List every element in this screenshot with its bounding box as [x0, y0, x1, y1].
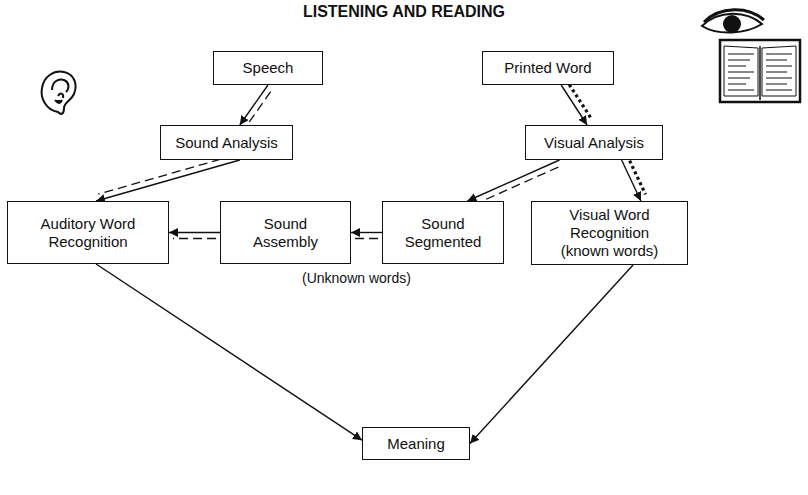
flow-arrow — [622, 160, 646, 201]
book-icon — [720, 40, 800, 102]
box-label: Sound Assembly — [241, 215, 330, 251]
flow-arrow — [96, 155, 240, 201]
box-label: Auditory Word Recognition — [28, 215, 148, 251]
eye-icon — [702, 10, 764, 33]
diagram-title: LISTENING AND READING — [0, 3, 808, 21]
process-box: Printed Word — [482, 51, 614, 85]
connector-line — [467, 160, 559, 201]
note-label: (Unknown words) — [300, 270, 413, 286]
pathway-line — [98, 155, 234, 194]
box-label: Sound Segmented — [393, 215, 493, 251]
connector-line — [622, 160, 641, 201]
ear-icon — [42, 72, 76, 114]
process-box: Visual Word Recognition (known words) — [531, 201, 688, 265]
flow-arrow — [240, 85, 271, 125]
box-label: Sound Analysis — [175, 134, 278, 152]
box-label: Visual Analysis — [544, 134, 644, 152]
connector-line — [240, 85, 268, 125]
process-box: Auditory Word Recognition — [7, 201, 169, 264]
process-box: Speech — [213, 51, 323, 85]
box-label: Printed Word — [504, 59, 591, 77]
pathway-line — [630, 161, 646, 195]
connector-line — [96, 160, 240, 201]
flow-arrow — [467, 160, 559, 205]
flow-arrow — [351, 233, 382, 239]
pathway-line — [473, 167, 558, 205]
flow-arrow — [470, 265, 633, 444]
process-box: Sound Segmented — [382, 201, 504, 264]
pathway-line — [569, 85, 591, 118]
connector-line — [351, 232, 382, 233]
pathway-line — [355, 238, 378, 239]
flow-arrow — [169, 233, 220, 239]
box-label: Speech — [243, 59, 294, 77]
connector-line — [169, 232, 220, 233]
process-box: Sound Analysis — [160, 125, 293, 160]
pathway-line — [173, 238, 216, 239]
box-label: Meaning — [387, 435, 445, 453]
connector-line — [96, 264, 362, 440]
process-box: Meaning — [362, 427, 470, 460]
pathway-line — [247, 92, 271, 125]
flow-arrow — [561, 85, 591, 125]
connector-line — [470, 265, 633, 444]
flow-arrow — [96, 264, 362, 440]
process-box: Sound Assembly — [220, 201, 351, 264]
box-label: Visual Word Recognition (known words) — [557, 206, 662, 260]
process-box: Visual Analysis — [525, 125, 663, 160]
